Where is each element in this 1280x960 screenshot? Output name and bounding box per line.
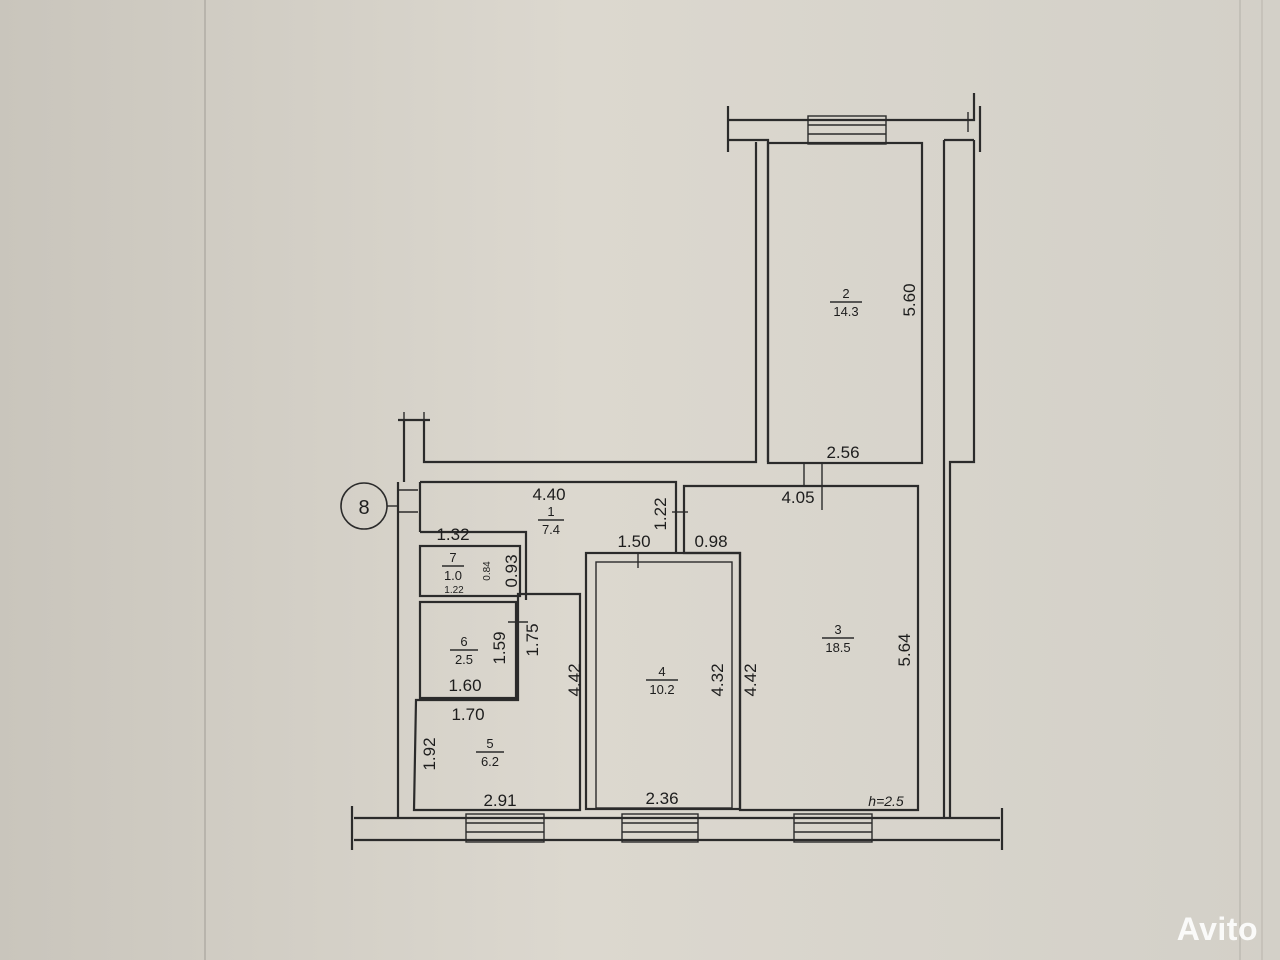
dim-room7-084: 0.84 — [482, 561, 493, 581]
room-number: 4 — [658, 664, 665, 679]
ceiling-height: h=2.5 — [868, 793, 904, 809]
dim-room7-bottom: 1.22 — [444, 585, 464, 596]
dim-room7-093: 0.93 — [502, 554, 521, 587]
dim-room3-height: 5.64 — [895, 633, 914, 666]
window-room5 — [465, 813, 545, 843]
room-number: 2 — [842, 286, 849, 301]
dim-room3-width: 4.05 — [781, 488, 814, 507]
dim-room5-bottom: 2.91 — [483, 791, 516, 810]
walls — [350, 93, 1004, 850]
room-area: 14.3 — [833, 304, 858, 319]
room-number: 3 — [834, 622, 841, 637]
dim-room4-right: 4.32 — [708, 663, 727, 696]
window-room4 — [621, 813, 699, 843]
room-7-label: 7 1.0 — [442, 550, 464, 583]
room-area: 1.0 — [444, 568, 462, 583]
dim-room3-left: 4.42 — [741, 663, 760, 696]
room-number: 7 — [449, 550, 456, 565]
dim-room1-width: 4.40 — [532, 485, 565, 504]
watermark-text: Avito — [1176, 911, 1258, 947]
dim-room6-inner: 1.59 — [490, 631, 509, 664]
room-4-label: 4 10.2 — [646, 664, 678, 697]
room-area: 6.2 — [481, 754, 499, 769]
room-1-label: 1 7.4 — [538, 504, 564, 537]
dimension-labels: 5.60 2.56 4.40 4.05 1.22 1.32 1.50 0.98 … — [420, 283, 919, 810]
dim-room2-width: 2.56 — [826, 443, 859, 462]
dim-room5-right: 4.42 — [565, 663, 584, 696]
room-3-label: 3 18.5 — [822, 622, 854, 655]
room-2-label: 2 14.3 — [830, 286, 862, 319]
room-number: 6 — [460, 634, 467, 649]
dim-room5-top: 1.70 — [451, 705, 484, 724]
window-top — [807, 115, 887, 145]
room-6-label: 6 2.5 — [450, 634, 478, 667]
window-room3 — [793, 813, 873, 843]
watermark-logo: Avito — [1177, 911, 1258, 948]
apartment-marker: 8 — [340, 482, 398, 530]
dim-room5-side: 1.92 — [420, 737, 439, 770]
dim-room4-bottom: 2.36 — [645, 789, 678, 808]
room-5-label: 5 6.2 — [476, 736, 504, 769]
room-number: 5 — [486, 736, 493, 751]
dim-door-1-50: 1.50 — [617, 532, 650, 551]
dim-door-0-98: 0.98 — [694, 532, 727, 551]
room-area: 7.4 — [542, 522, 560, 537]
room-area: 2.5 — [455, 652, 473, 667]
dim-room6-outer: 1.75 — [523, 623, 542, 656]
dim-room7-top: 1.32 — [436, 525, 469, 544]
dim-door-1-22: 1.22 — [651, 497, 670, 530]
room-area: 18.5 — [825, 640, 850, 655]
room-number: 1 — [547, 504, 554, 519]
room-area: 10.2 — [649, 682, 674, 697]
dim-room2-height: 5.60 — [900, 283, 919, 316]
dim-room6-bottom: 1.60 — [448, 676, 481, 695]
apartment-number: 8 — [358, 497, 369, 519]
